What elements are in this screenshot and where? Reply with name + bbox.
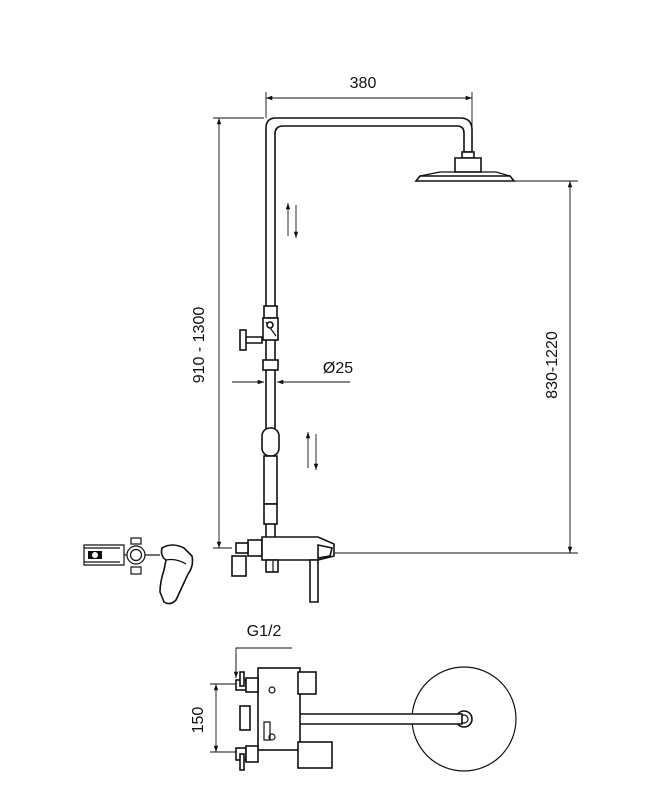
bath-mixer-body bbox=[231, 536, 335, 603]
overall-height-dimension: 910 - 1300 bbox=[191, 117, 264, 549]
pipe-diameter-label: Ø25 bbox=[323, 360, 353, 377]
mixer-front-view-icon bbox=[83, 537, 194, 605]
head-height-label: 830-1220 bbox=[544, 331, 561, 399]
lower-slide-bar bbox=[263, 455, 278, 505]
hand-shower-holder bbox=[261, 427, 280, 457]
slide-joint bbox=[262, 359, 279, 371]
inlet-spacing-dimension: 150 bbox=[190, 683, 236, 753]
pipe-diameter-dimension: Ø25 bbox=[232, 360, 353, 385]
mixer-body-plan bbox=[257, 667, 301, 751]
plan-view: G1/2 150 bbox=[190, 623, 517, 772]
inlet-spacing-label: 150 bbox=[190, 707, 207, 734]
overhead-shower-head bbox=[414, 151, 516, 182]
wall-bracket bbox=[239, 705, 251, 731]
spout-plan bbox=[297, 741, 333, 769]
shower-column-elevation: 380 910 - 1300 830-1220 Ø25 bbox=[191, 75, 578, 603]
up-down-arrows-icon bbox=[305, 432, 319, 470]
clamp-knob bbox=[266, 321, 274, 329]
up-down-arrows-icon bbox=[285, 203, 299, 238]
holder-knob bbox=[239, 329, 247, 351]
diverter-top bbox=[297, 671, 317, 695]
arm-reach-label: 380 bbox=[350, 75, 377, 92]
height-adjust-sleeve bbox=[263, 305, 278, 319]
arm-reach-dimension: 380 bbox=[265, 75, 473, 150]
lower-sleeve bbox=[263, 503, 278, 525]
head-height-dimension: 830-1220 bbox=[334, 180, 578, 554]
overall-height-label: 910 - 1300 bbox=[191, 307, 208, 384]
connection-thread-dimension: G1/2 bbox=[233, 623, 292, 678]
connection-thread-label: G1/2 bbox=[247, 623, 282, 640]
riser-pipe bbox=[265, 117, 473, 546]
